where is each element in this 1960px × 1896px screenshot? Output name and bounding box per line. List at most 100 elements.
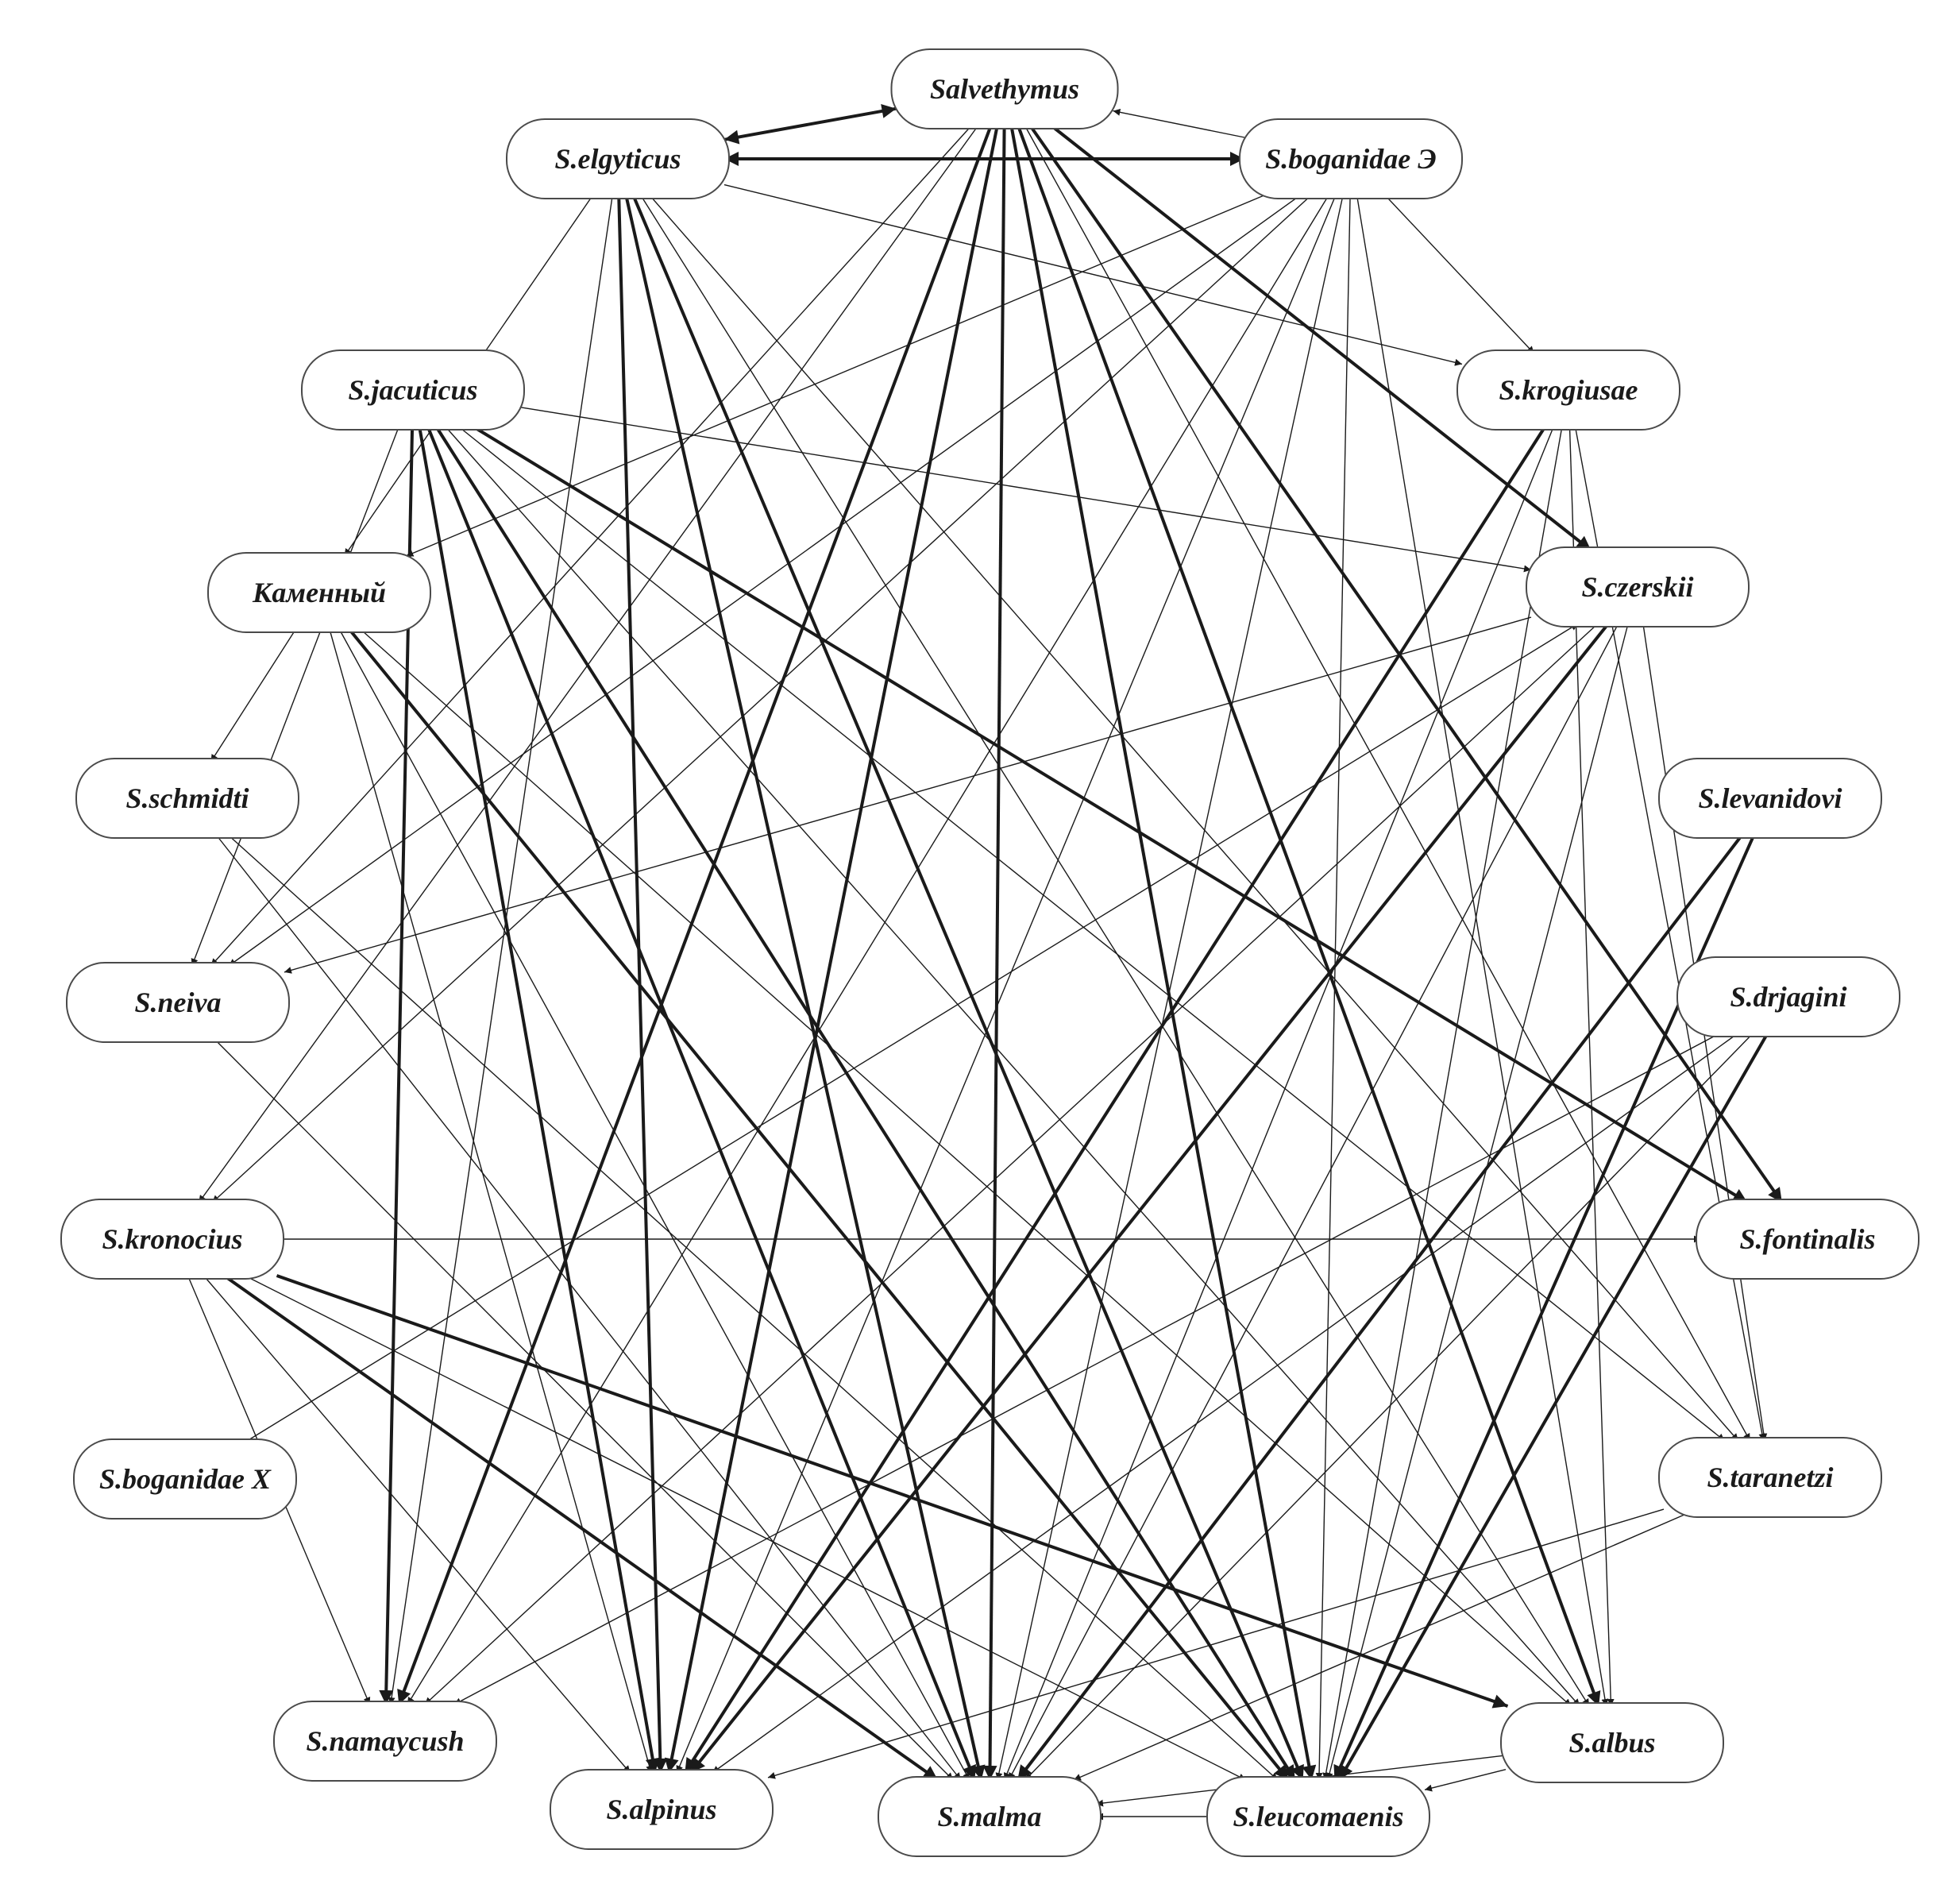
edge-taranetzi-to-malma [1073,1513,1687,1781]
node-salvethymus: Salvethymus [890,48,1119,129]
edge-schmidti-to-malma [215,834,962,1781]
edge-czerskii-to-malma [1008,623,1619,1781]
edge-czerskii-to-neiva [284,616,1532,974]
edge-drjagini-to-namaycush [453,1033,1720,1705]
node-label: S.fontinalis [1739,1223,1875,1255]
edge-salvethymus-to-neiva [210,125,972,967]
node-box [506,118,730,199]
edge-drjagini-to-leucomaenis [1337,1033,1769,1781]
edge-czerskii-to-alpinus [689,622,1610,1774]
node-box [878,1776,1102,1857]
edge-boganidae_e-to-leucomaenis [1315,195,1351,1781]
edge-boganidae_e-to-salvethymus [1113,108,1245,138]
node-czerskii: S.czerskii [1526,546,1750,627]
edge-salvethymus-to-namaycush [397,125,993,1705]
node-box [301,349,525,431]
node-label: S.levanidovi [1699,782,1842,814]
edges-layer [187,104,1784,1821]
edge-kamenny-to-alpinus [329,628,653,1774]
node-label: S.kronocius [102,1223,242,1255]
node-box [66,962,290,1043]
node-box [1526,546,1750,627]
node-label: S.taranetzi [1707,1462,1833,1493]
node-label: S.boganidae Э [1265,143,1436,175]
node-elgyticus: S.elgyticus [506,118,730,199]
edge-salvethymus-to-malma [982,125,1006,1781]
edge-boganidae_e-to-albus [1356,195,1609,1707]
node-boganidae_e: S.boganidae Э [1239,118,1463,199]
edge-krogiusae-to-albus [1568,426,1615,1707]
node-namaycush: S.namaycush [273,1701,497,1782]
edge-salvethymus-to-czerskii [1050,124,1592,552]
edge-elgyticus-to-albus [640,195,1590,1707]
node-label: Salvethymus [930,73,1079,105]
edge-jacuticus-to-neiva [191,426,399,967]
edge-jacuticus-to-malma [426,426,977,1781]
node-label: S.elgyticus [555,143,681,175]
edge-boganidae_e-to-malma [995,195,1344,1781]
edge-elgyticus-to-krogiusae [723,183,1463,366]
node-kamenny: Каменный [207,552,431,633]
edge-jacuticus-to-albus [445,426,1580,1707]
node-box [73,1438,297,1520]
node-label: S.leucomaenis [1233,1801,1403,1832]
node-box [60,1199,284,1280]
node-malma: S.malma [878,1776,1102,1857]
node-box [550,1769,774,1850]
edge-kamenny-to-leucomaenis [348,627,1290,1782]
edge-drjagini-to-alpinus [712,1033,1738,1774]
edge-boganidae_e-to-alpinus [676,195,1337,1774]
node-box [890,48,1119,129]
edge-boganidae_x-to-czerskii [244,623,1579,1443]
node-drjagini: S.drjagini [1676,956,1900,1037]
edge-czerskii-to-leucomaenis [1325,623,1629,1781]
node-jacuticus: S.jacuticus [301,349,525,431]
node-label: S.schmidti [125,782,249,814]
node-box [1456,349,1680,431]
edge-kamenny-to-albus [360,628,1572,1707]
node-box [1206,1776,1430,1857]
node-label: S.albus [1568,1727,1655,1759]
node-box [1500,1702,1724,1783]
node-box [1696,1199,1919,1280]
edge-kronocius-to-leucomaenis [244,1275,1247,1781]
edge-boganidae_e-to-krogiusae [1384,195,1535,354]
node-krogiusae: S.krogiusae [1456,349,1680,431]
node-label: Каменный [252,577,386,608]
edge-boganidae_e-to-kamenny [406,195,1264,557]
edge-kronocius-to-albus [276,1274,1509,1709]
node-label: S.drjagini [1730,981,1846,1013]
edge-kamenny-to-schmidti [210,628,297,763]
edge-krogiusae-to-leucomaenis [1322,426,1563,1781]
edge-krogiusae-to-alpinus [683,425,1547,1774]
node-label: S.namaycush [306,1725,464,1757]
edge-boganidae_e-to-namaycush [407,195,1329,1705]
node-box [75,758,299,839]
node-box [1676,956,1900,1037]
edge-boganidae_e-to-neiva [228,195,1301,967]
edge-salvethymus-to-albus [1017,125,1601,1707]
edge-elgyticus-to-salvethymus [723,104,897,145]
edge-jacuticus-to-fontinalis [472,425,1749,1204]
edge-jacuticus-to-namaycush [379,426,415,1705]
node-kronocius: S.kronocius [60,1199,284,1280]
edge-salvethymus-to-taranetzi [1024,125,1751,1442]
node-alpinus: S.alpinus [550,1769,774,1850]
edge-jacuticus-to-czerskii [519,406,1532,573]
edge-jacuticus-to-leucomaenis [434,425,1297,1782]
node-label: S.czerskii [1581,571,1693,603]
node-box [1239,118,1463,199]
node-label: S.neiva [134,987,221,1018]
node-label: S.krogiusae [1499,374,1638,406]
edge-elgyticus-to-leucomaenis [631,195,1305,1781]
edge-albus-to-leucomaenis [1424,1769,1507,1792]
edge-levanidovi-to-malma [1016,833,1744,1782]
node-levanidovi: S.levanidovi [1658,758,1882,839]
node-fontinalis: S.fontinalis [1696,1199,1919,1280]
node-leucomaenis: S.leucomaenis [1206,1776,1430,1857]
edge-elgyticus-to-namaycush [388,195,613,1705]
node-albus: S.albus [1500,1702,1724,1783]
edge-neiva-to-malma [214,1038,954,1781]
